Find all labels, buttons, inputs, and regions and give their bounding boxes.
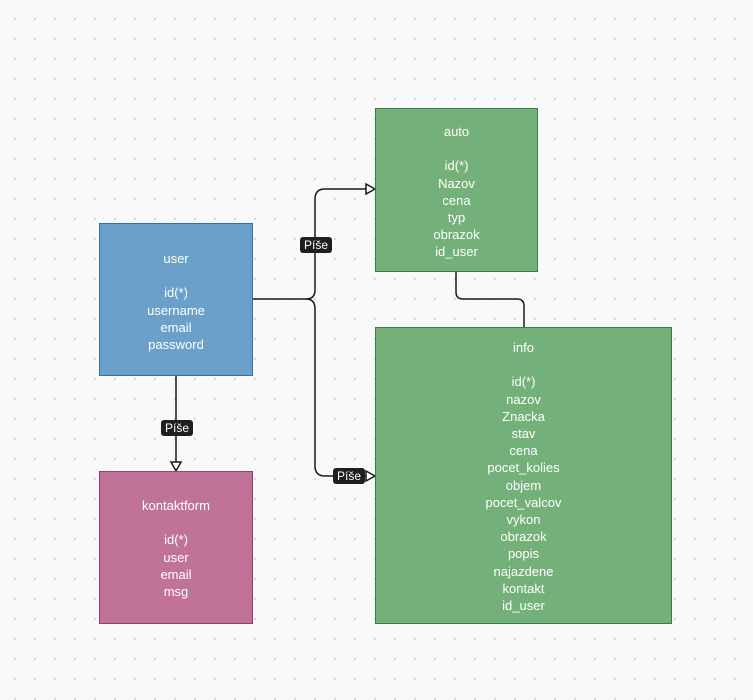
field: objem [505, 477, 542, 493]
connector-user-info[interactable] [305, 298, 366, 477]
entity-title: user [163, 251, 189, 266]
entity-title: auto [443, 124, 470, 139]
relation-label-user-kontaktform[interactable]: Píše [161, 420, 194, 436]
entity-auto[interactable]: auto id(*) Nazov cena typ obrazok id_use… [375, 108, 538, 272]
entity-user[interactable]: user id(*) username email password [99, 223, 253, 376]
field: email [160, 566, 192, 582]
field: id(*) [511, 374, 536, 390]
relation-label-user-auto[interactable]: Píše [300, 237, 333, 253]
field: cena [509, 443, 538, 459]
field: popis [507, 546, 540, 562]
connector-auto-info[interactable] [455, 272, 525, 327]
field: username [147, 302, 205, 318]
arrowhead-info [365, 469, 377, 483]
arrowhead-kontaktform [169, 461, 183, 473]
field: msg [163, 584, 189, 599]
field: id(*) [444, 158, 469, 174]
relation-label-user-info[interactable]: Píše [333, 468, 366, 484]
field: obrazok [500, 529, 547, 545]
field: vykon [506, 512, 541, 528]
field: cena [442, 192, 471, 208]
field: email [160, 319, 192, 335]
field: pocet_valcov [485, 494, 562, 510]
field: id(*) [164, 532, 188, 548]
entity-title: info [513, 340, 534, 355]
entity-title: kontaktform [142, 498, 210, 513]
field: Znacka [502, 408, 545, 424]
field: user [163, 549, 189, 565]
field: stav [511, 426, 536, 441]
field: id(*) [164, 285, 188, 301]
entity-kontaktform[interactable]: kontaktform id(*) user email msg [99, 471, 253, 624]
field: pocet_kolies [487, 460, 560, 476]
field: password [148, 337, 204, 352]
field: id_user [435, 244, 478, 260]
field: nazov [506, 391, 541, 407]
field: obrazok [433, 227, 480, 243]
field: typ [447, 210, 466, 225]
entity-info[interactable]: info id(*) nazov Znacka stav cena pocet_… [375, 327, 672, 624]
field: najazdene [493, 563, 554, 579]
field: kontakt [502, 580, 545, 596]
arrowhead-auto [365, 182, 377, 196]
field: Nazov [438, 175, 475, 191]
field: id_user [502, 598, 545, 614]
